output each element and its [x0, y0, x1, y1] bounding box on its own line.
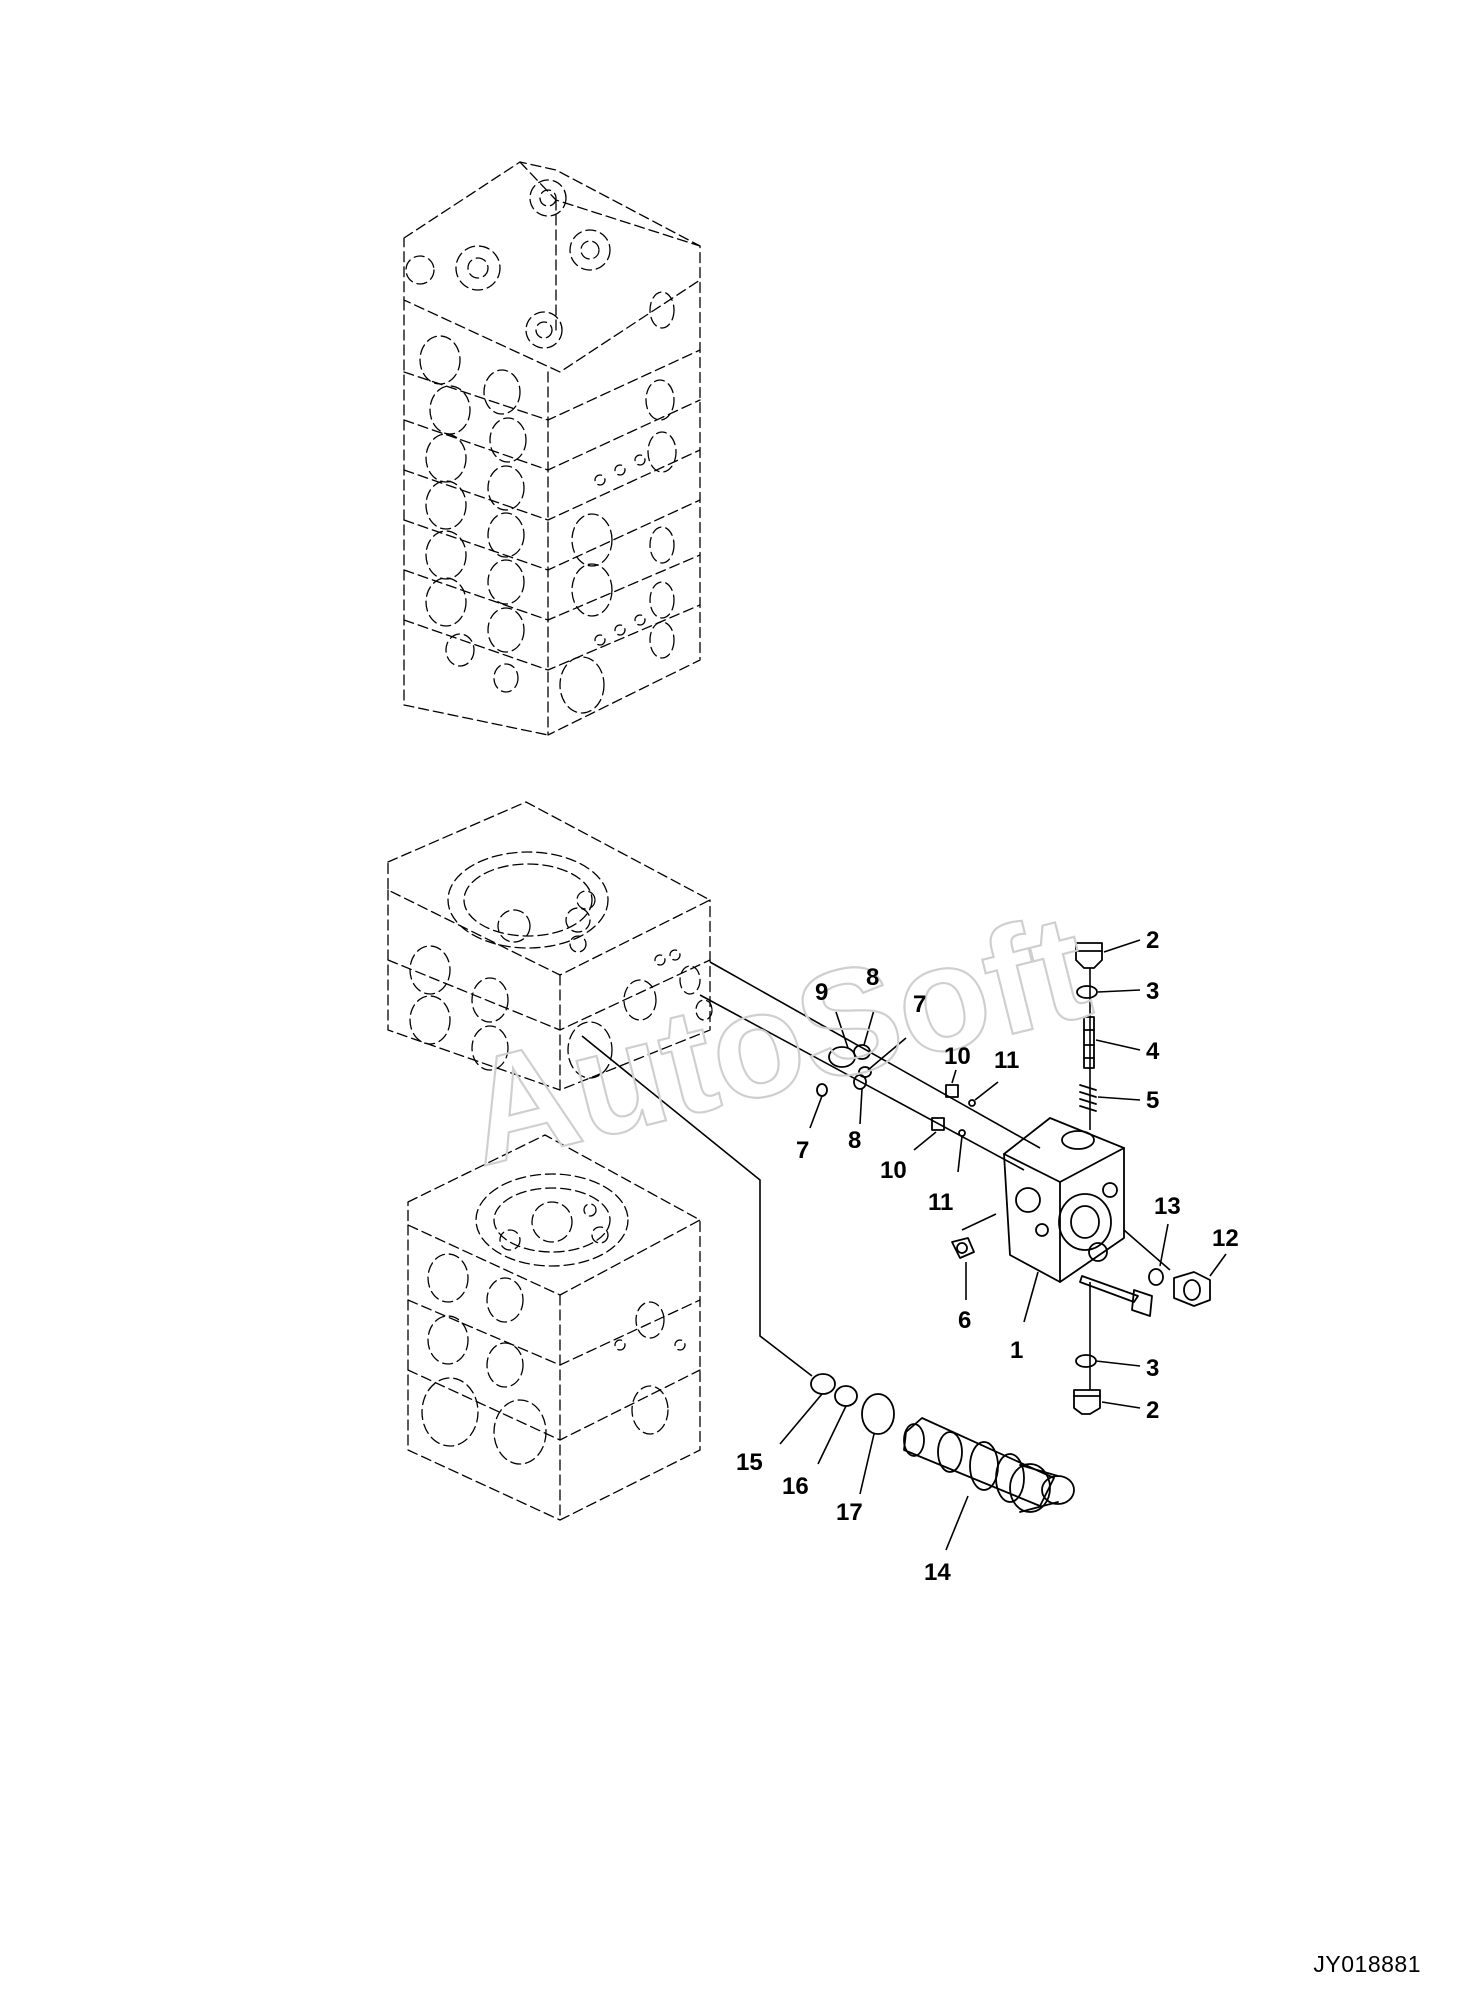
callout-11-top: 11	[994, 1047, 1019, 1074]
lower-valve-assembly	[407, 1134, 701, 1521]
callout-9: 9	[815, 979, 828, 1006]
callout-3-bottom: 3	[1146, 1355, 1159, 1382]
plug-part-2-bottom	[1073, 1389, 1101, 1415]
callout-8-top: 8	[866, 964, 879, 991]
o-ring-part-3-top	[1076, 985, 1098, 999]
plug-part-12	[1173, 1271, 1211, 1307]
relief-valve-part-14	[903, 1417, 1075, 1513]
o-ring-parts-15-16-17	[810, 1373, 895, 1435]
callout-leaders	[779, 939, 1227, 1551]
watermark: AutoSoft	[449, 881, 1104, 1197]
bolt	[1079, 1275, 1153, 1317]
drawing-code: JY018881	[1313, 1951, 1421, 1977]
ball-part-11	[958, 1099, 976, 1137]
middle-valve-assembly	[387, 801, 713, 1091]
o-ring-part-13	[1148, 1268, 1164, 1286]
valve-block-part-1	[1003, 1117, 1125, 1283]
callout-2-bottom: 2	[1146, 1397, 1159, 1424]
callout-16: 16	[782, 1473, 809, 1500]
assembly-center-lines	[581, 961, 1171, 1390]
callout-1: 1	[1010, 1337, 1023, 1364]
callout-15: 15	[736, 1449, 763, 1476]
callout-10-bottom: 10	[880, 1157, 907, 1184]
callout-4: 4	[1146, 1038, 1160, 1065]
plug-part-10	[931, 1084, 959, 1131]
callout-2-top: 2	[1146, 927, 1159, 954]
callout-7-top: 7	[913, 991, 926, 1018]
callout-17: 17	[836, 1499, 863, 1526]
plug-part-2-top	[1075, 942, 1103, 969]
callout-7-bottom: 7	[796, 1137, 809, 1164]
callout-labels: 2 3 4 5 9 8 7 10 11 7 8 10 11 13 12 6 1 …	[736, 927, 1239, 1586]
spring-part-5	[1079, 1084, 1097, 1112]
callout-3-top: 3	[1146, 978, 1159, 1005]
top-valve-assembly	[403, 161, 701, 736]
callout-10-top: 10	[944, 1043, 971, 1070]
callout-8-bottom: 8	[848, 1127, 861, 1154]
callout-14: 14	[924, 1559, 951, 1586]
o-ring-part-3-bottom	[1075, 1354, 1097, 1368]
callout-12: 12	[1212, 1225, 1239, 1252]
callout-6: 6	[958, 1307, 971, 1334]
callout-11-bottom: 11	[928, 1189, 953, 1216]
callout-5: 5	[1146, 1087, 1159, 1114]
plug-part-6	[951, 1237, 975, 1259]
callout-13: 13	[1154, 1193, 1181, 1220]
